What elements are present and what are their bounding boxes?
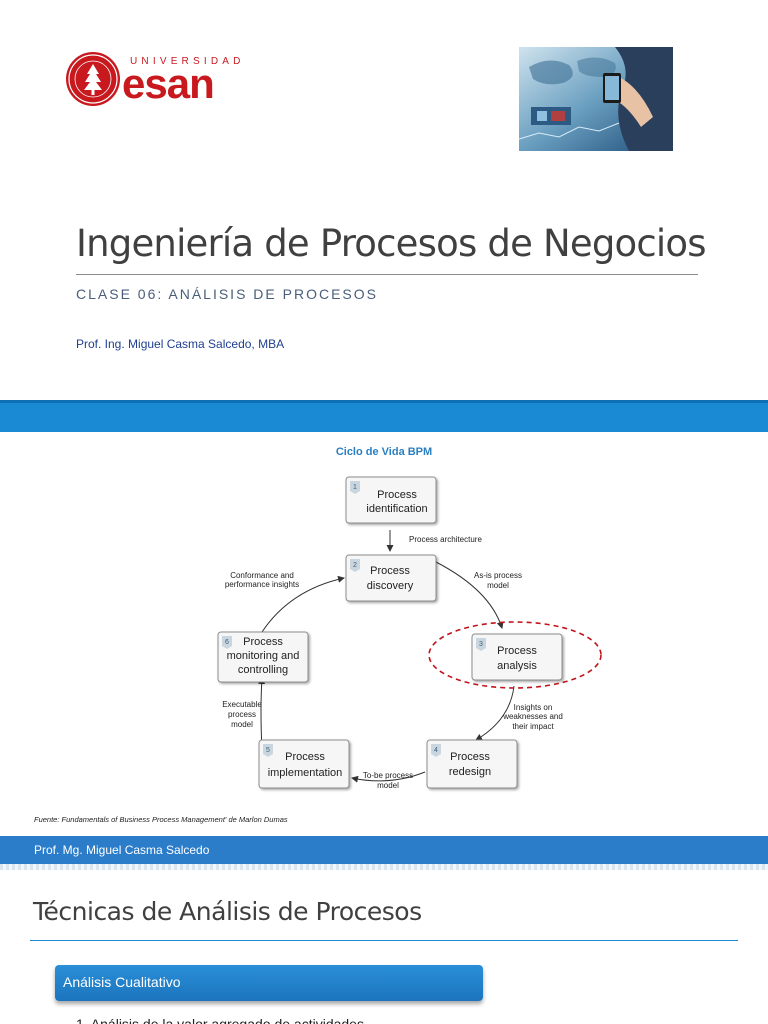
edge-discovery-analysis (435, 561, 504, 629)
edge-label-tobe: To-be process model (363, 771, 413, 790)
step-monitoring: 6 Process monitoring and controlling (217, 631, 309, 683)
header-band (0, 400, 768, 432)
svg-text:implementation: implementation (268, 767, 343, 779)
professor-name: Prof. Ing. Miguel Casma Salcedo, MBA (76, 337, 285, 351)
svg-text:weaknesses and: weaknesses and (502, 712, 563, 721)
svg-text:performance insights: performance insights (225, 580, 299, 589)
svg-text:model: model (377, 781, 399, 790)
edge-redesign-implementation (351, 771, 426, 783)
diagram-source: Fuente: Fundamentals of Business Process… (34, 815, 288, 824)
svg-text:4: 4 (434, 747, 438, 754)
qualitative-analysis-button[interactable] (55, 965, 483, 1001)
bpm-lifecycle-slide: Ciclo de Vida BPM 1 Process identificati… (0, 400, 768, 870)
techniques-title: Técnicas de Análisis de Procesos (33, 897, 422, 926)
edge-label-architecture: Process architecture (409, 535, 482, 544)
edge-monitoring-discovery (261, 575, 345, 633)
footer-band (0, 836, 768, 864)
edge-analysis-redesign (475, 685, 515, 741)
svg-text:To-be process: To-be process (363, 771, 413, 780)
edge-label-insights: Insights on weaknesses and their impact (502, 703, 563, 731)
step-analysis: 3 Process analysis (471, 633, 563, 681)
logo-brand-name: esan (122, 60, 215, 107)
title-slide: UNIVERSIDAD esan Ingeniería de Proce (0, 0, 768, 400)
svg-text:3: 3 (479, 641, 483, 648)
diagram-caption: Ciclo de Vida BPM (335, 446, 433, 458)
qualitative-analysis-label: Análisis Cualitativo (63, 974, 181, 990)
logo-university-word: UNIVERSIDAD (130, 56, 245, 67)
svg-text:6: 6 (225, 639, 229, 646)
analysis-highlight-ellipse (428, 621, 602, 689)
step-identification: 1 Process identification (345, 476, 437, 524)
techniques-divider (30, 940, 738, 941)
svg-text:redesign: redesign (449, 766, 491, 778)
step-num: 1 (353, 484, 357, 491)
edge-label-executable: Executable process model (222, 700, 262, 729)
svg-text:Process architecture: Process architecture (409, 535, 482, 544)
title-divider (76, 274, 698, 275)
technique-item-1: 1. Análisis de la valor agregado de acti… (76, 1016, 364, 1024)
edge-label-conformance: Conformance and performance insights (225, 571, 299, 589)
svg-text:Insights on: Insights on (514, 703, 553, 712)
svg-text:controlling: controlling (238, 664, 288, 676)
svg-text:discovery: discovery (367, 580, 414, 592)
edge-implementation-monitoring (258, 677, 266, 751)
step-redesign: 4 Process redesign (426, 739, 518, 789)
svg-text:Conformance and: Conformance and (230, 571, 294, 580)
svg-text:monitoring and: monitoring and (227, 650, 300, 662)
svg-text:their impact: their impact (512, 722, 554, 731)
footer-texture (0, 864, 768, 870)
svg-text:Executable: Executable (222, 700, 262, 709)
svg-text:Process: Process (370, 565, 410, 577)
svg-text:Process: Process (450, 751, 490, 763)
presentation-subtitle: CLASE 06: ANÁLISIS DE PROCESOS (76, 286, 378, 302)
esan-seal-logo (66, 52, 120, 106)
svg-text:identification: identification (366, 503, 427, 515)
svg-text:5: 5 (266, 747, 270, 754)
techniques-slide: Técnicas de Análisis de Procesos Análisi… (0, 870, 768, 1024)
svg-text:Process: Process (377, 489, 417, 501)
edge-label-asis: As-is process model (474, 571, 522, 590)
business-photo (519, 47, 673, 151)
step-implementation: 5 Process implementation (258, 739, 350, 789)
svg-text:2: 2 (353, 562, 357, 569)
step-discovery: 2 Process discovery (345, 554, 437, 602)
footer-professor: Prof. Mg. Miguel Casma Salcedo (34, 843, 210, 857)
svg-text:Process: Process (497, 645, 537, 657)
bpm-lifecycle-diagram: 1 Process identification 2 Process disco… (217, 476, 602, 790)
svg-text:process: process (228, 710, 256, 719)
svg-text:Process: Process (285, 751, 325, 763)
svg-text:analysis: analysis (497, 660, 537, 672)
presentation-title: Ingeniería de Procesos de Negocios (76, 222, 707, 265)
svg-text:As-is process: As-is process (474, 571, 522, 580)
svg-text:Process: Process (243, 636, 283, 648)
svg-text:model: model (231, 720, 253, 729)
svg-text:model: model (487, 581, 509, 590)
